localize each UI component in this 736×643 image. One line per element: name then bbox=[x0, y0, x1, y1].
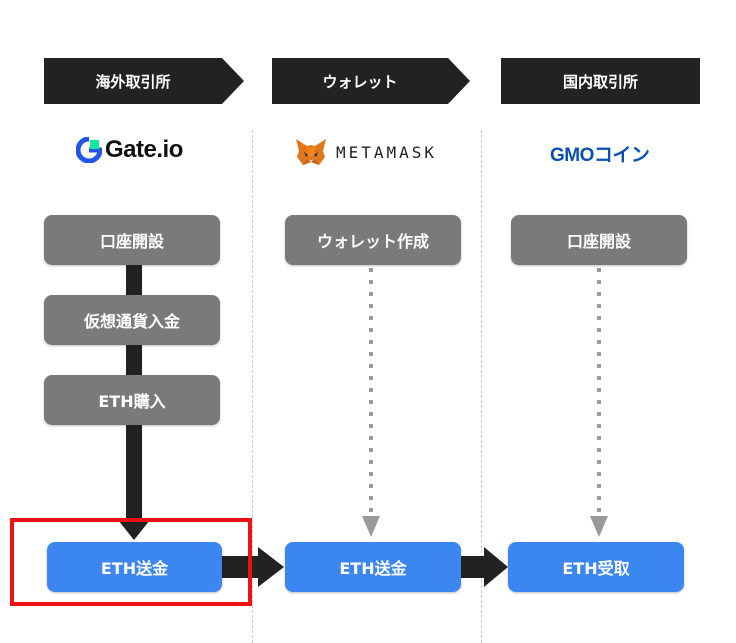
column-separator bbox=[252, 130, 253, 643]
header-wallet: ウォレット bbox=[272, 58, 470, 104]
gate-io-logo: Gate.io bbox=[76, 135, 183, 165]
header-overseas-exchange: 海外取引所 bbox=[44, 58, 244, 104]
transfer-arrow-1-head bbox=[258, 547, 284, 587]
step-send-eth: ETH送金 bbox=[47, 542, 222, 592]
metamask-logo: METAMASK bbox=[294, 137, 437, 167]
step-buy-eth: ETH購入 bbox=[44, 375, 220, 425]
header-label: ウォレット bbox=[322, 72, 398, 91]
highlight-box bbox=[10, 518, 252, 606]
exchange-flow-arrowhead bbox=[118, 520, 150, 540]
wallet-dotted-arrowhead bbox=[362, 516, 380, 537]
gmo-coin-text: GMOコイン bbox=[550, 144, 650, 166]
gate-io-text: Gate.io bbox=[105, 136, 183, 163]
gate-io-icon bbox=[76, 137, 102, 163]
header-chevron bbox=[44, 58, 244, 104]
step-wallet-send-eth: ETH送金 bbox=[285, 542, 461, 592]
header-domestic-exchange: 国内取引所 bbox=[501, 58, 700, 104]
header-box bbox=[501, 58, 700, 104]
step-create-wallet: ウォレット作成 bbox=[285, 215, 461, 265]
fox-icon bbox=[296, 139, 326, 165]
header-chevron bbox=[272, 58, 470, 104]
transfer-arrow-2-head bbox=[484, 547, 508, 587]
header-label: 海外取引所 bbox=[95, 72, 171, 91]
metamask-text: METAMASK bbox=[336, 142, 438, 162]
column-separator bbox=[481, 130, 482, 643]
step-open-account: 口座開設 bbox=[44, 215, 220, 265]
gmo-coin-logo: GMOコイン bbox=[546, 138, 650, 168]
domestic-dotted-arrowhead bbox=[590, 516, 608, 537]
step-receive-eth: ETH受取 bbox=[508, 542, 684, 592]
step-deposit-crypto: 仮想通貨入金 bbox=[44, 295, 220, 345]
transfer-arrow-2-shaft bbox=[460, 556, 486, 578]
step-domestic-open-account: 口座開設 bbox=[511, 215, 687, 265]
header-label: 国内取引所 bbox=[562, 72, 638, 91]
